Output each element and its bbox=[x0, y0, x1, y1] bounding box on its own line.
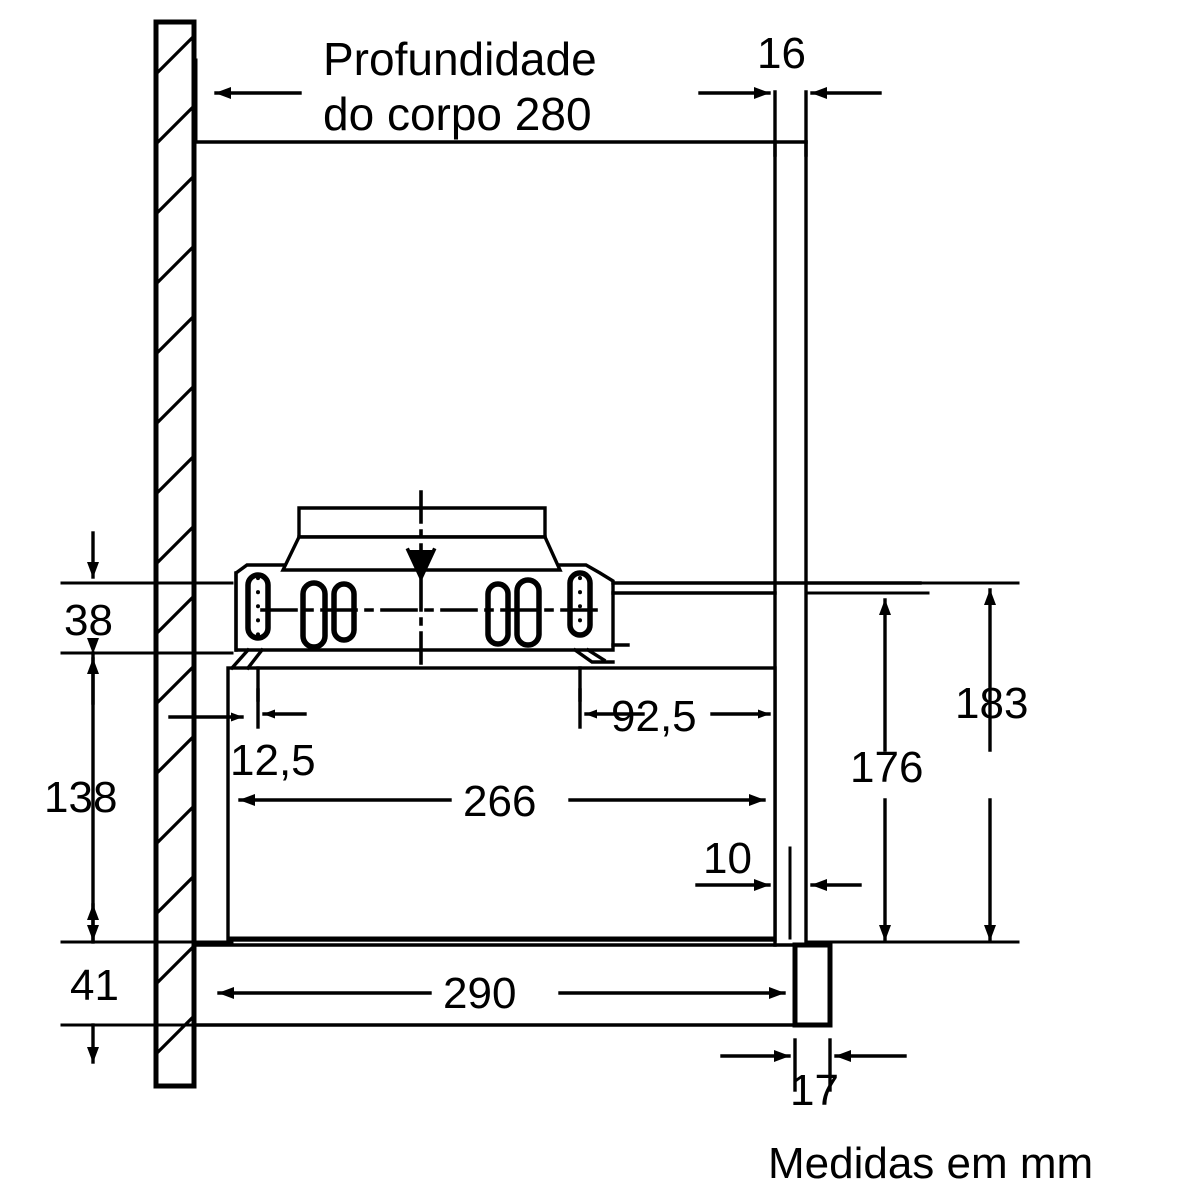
dim-label-41: 41 bbox=[70, 961, 119, 1010]
dim-label-10: 10 bbox=[703, 834, 752, 883]
dim-138 bbox=[60, 638, 234, 944]
dim-12-5 bbox=[256, 688, 307, 729]
dim-92-5 bbox=[578, 688, 771, 729]
dim-183 bbox=[838, 581, 1020, 944]
dim-label-138: 138 bbox=[44, 773, 117, 822]
dim-266 bbox=[226, 698, 777, 942]
dim-label-176: 176 bbox=[850, 743, 923, 792]
units-caption: Medidas em mm bbox=[768, 1139, 1093, 1188]
dim-label-92-5: 92,5 bbox=[611, 692, 697, 741]
dim-label-12-5: 12,5 bbox=[230, 736, 316, 785]
dim-label-183: 183 bbox=[955, 679, 1028, 728]
fixing-centre-marks bbox=[256, 576, 582, 646]
dim-body-depth bbox=[194, 58, 302, 144]
dim-label-17: 17 bbox=[790, 1066, 839, 1115]
dim-16 bbox=[698, 87, 882, 157]
dim-17 bbox=[720, 1038, 907, 1092]
dim-41 bbox=[60, 903, 234, 1064]
duct-direction-arrow bbox=[405, 543, 437, 583]
wall-section bbox=[153, 19, 197, 1089]
dim-10 bbox=[695, 846, 862, 940]
title-line-1: Profundidade bbox=[323, 33, 597, 85]
front-panel-block bbox=[792, 942, 833, 1028]
title-line-2: do corpo 280 bbox=[323, 88, 592, 140]
hood-chassis-box bbox=[226, 666, 777, 942]
dim-label-266: 266 bbox=[463, 777, 536, 826]
dim-label-38: 38 bbox=[64, 596, 113, 645]
dim-label-16: 16 bbox=[757, 29, 806, 78]
dim-label-290: 290 bbox=[443, 969, 516, 1018]
